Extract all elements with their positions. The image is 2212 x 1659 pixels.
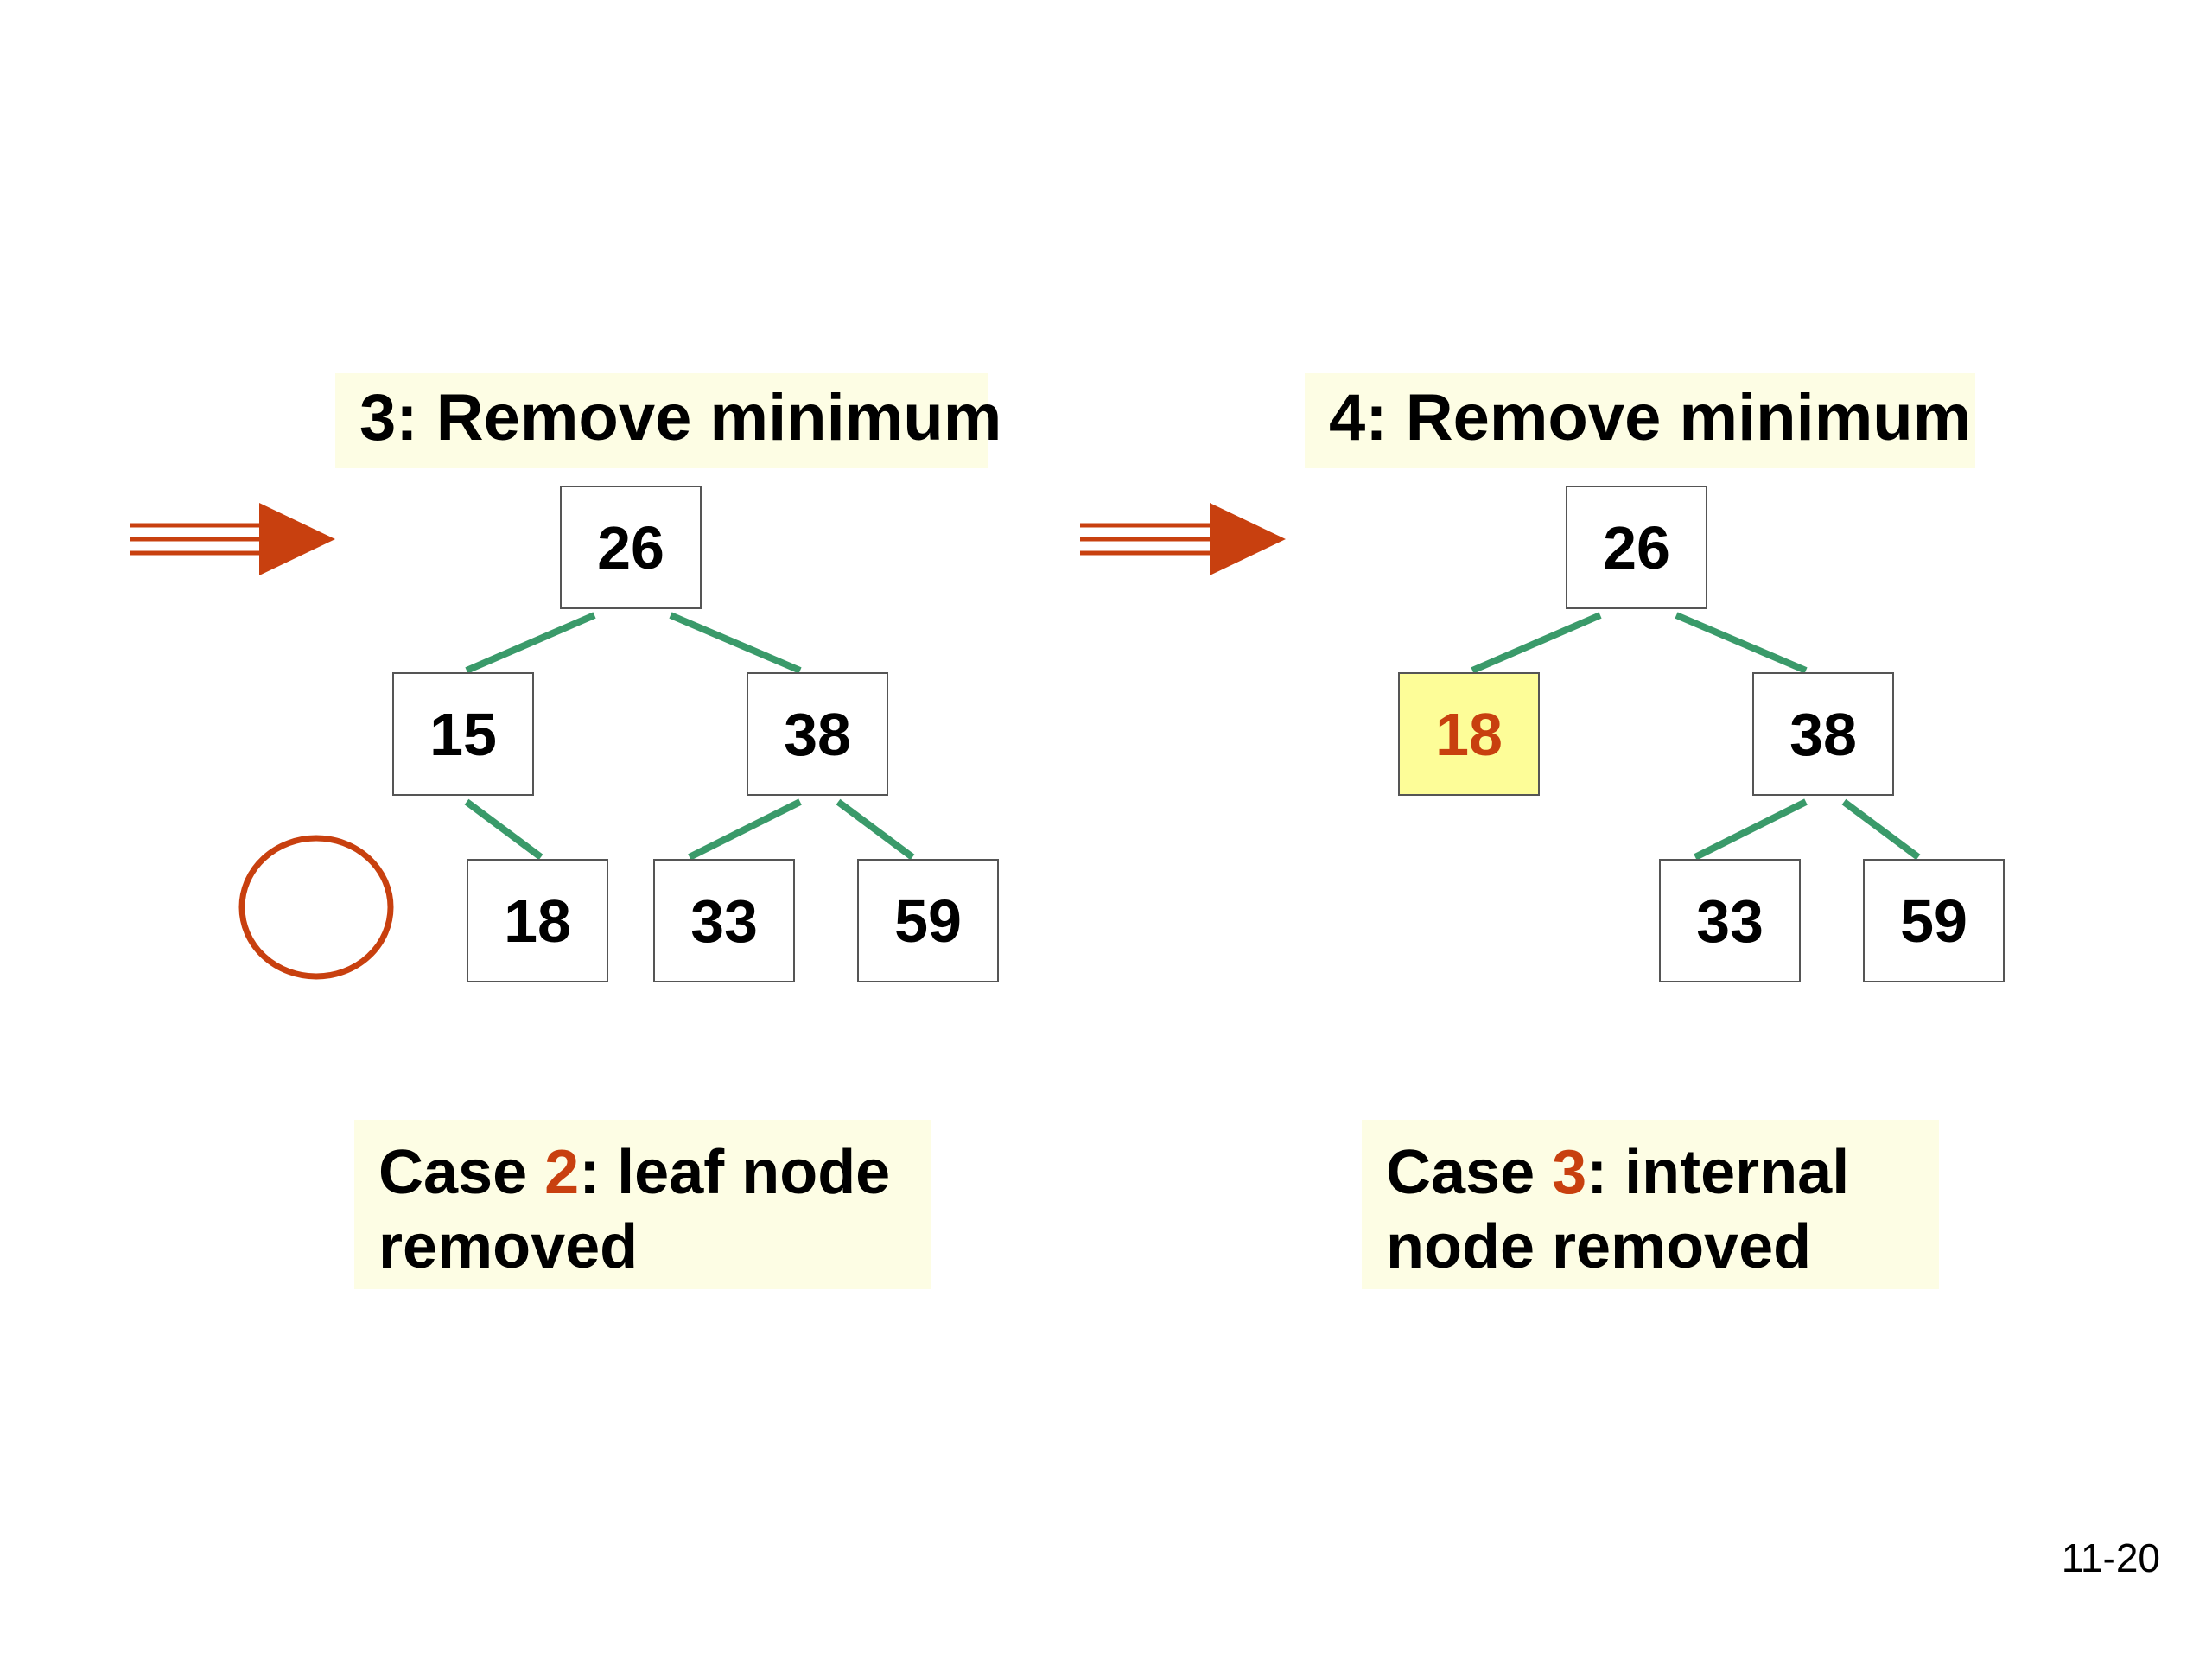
node-right-33: 33 (1659, 859, 1801, 982)
arrow-left (130, 503, 335, 575)
node-left-15: 15 (392, 672, 534, 796)
removed-node-circle (238, 835, 394, 980)
page-number: 11-20 (2061, 1535, 2160, 1580)
edge-r-38-59 (1841, 798, 1921, 861)
panel-right-caption: Case 3: internal node removed (1386, 1135, 1849, 1284)
panel-right-caption-box: Case 3: internal node removed (1362, 1120, 1939, 1289)
caption-left-suffix: : leaf node (579, 1138, 891, 1207)
caption-right-prefix: Case (1386, 1138, 1553, 1207)
arrow-right (1080, 503, 1286, 575)
node-left-18: 18 (467, 859, 608, 982)
caption-right-suffix: : internal (1586, 1138, 1850, 1207)
caption-left-line2: removed (378, 1212, 639, 1281)
panel-left-title: 3: Remove minimum (359, 381, 1002, 454)
edge-26-38 (669, 612, 802, 674)
panel-right-title-box: 4: Remove minimum (1305, 373, 1975, 468)
node-left-59: 59 (857, 859, 999, 982)
edge-38-59 (836, 798, 915, 861)
node-right-18-highlighted: 18 (1398, 672, 1540, 796)
panel-right-title: 4: Remove minimum (1329, 381, 1972, 454)
caption-right-case-number: 3 (1552, 1138, 1587, 1207)
node-right-59: 59 (1863, 859, 2005, 982)
caption-left-prefix: Case (378, 1138, 545, 1207)
edge-r-26-18 (1471, 612, 1602, 674)
edge-r-26-38 (1675, 612, 1808, 674)
caption-left-case-number: 2 (544, 1138, 580, 1207)
edge-26-15 (465, 612, 596, 674)
caption-right-line2: node removed (1386, 1212, 1812, 1281)
panel-left-caption-box: Case 2: leaf node removed (354, 1120, 931, 1289)
node-left-38: 38 (747, 672, 888, 796)
node-right-26: 26 (1566, 486, 1707, 609)
panel-left-title-box: 3: Remove minimum (335, 373, 1001, 468)
panel-left-caption: Case 2: leaf node removed (378, 1135, 890, 1284)
node-left-33: 33 (653, 859, 795, 982)
node-left-26: 26 (560, 486, 702, 609)
node-right-38: 38 (1752, 672, 1894, 796)
edge-15-18 (464, 798, 543, 861)
edge-r-38-33 (1694, 798, 1808, 861)
edge-38-33 (688, 798, 802, 861)
